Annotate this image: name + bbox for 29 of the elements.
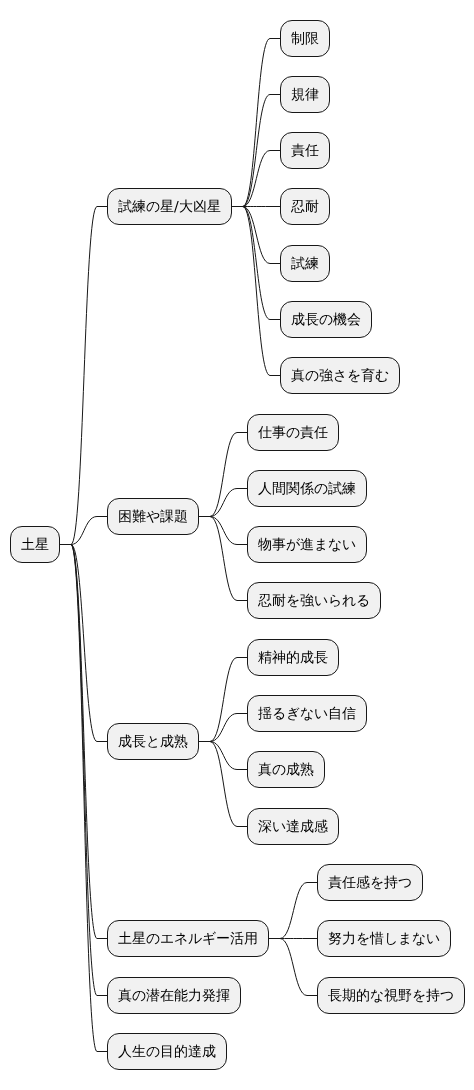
subtopic-box: 物事が進まない [247,526,367,563]
subtopic-box: 努力を惜しまない [317,920,451,957]
subtopic-box: 深い達成感 [247,808,339,845]
subtopic-box: 成長の機会 [280,301,372,338]
connector-line [231,206,281,376]
subtopic-box: 仕事の責任 [247,414,339,451]
subtopic-box: 規律 [280,76,330,113]
topic-box: 人生の目的達成 [107,1033,227,1070]
subtopic-box: 忍耐 [280,188,330,225]
subtopic-box: 精神的成長 [247,639,339,676]
subtopic-box: 長期的な視野を持つ [317,977,465,1014]
subtopic-box: 制限 [280,20,330,57]
connector-line [198,516,248,601]
topic-box: 試練の星/大凶星 [107,188,232,225]
topic-box: 真の潜在能力発揮 [107,977,241,1014]
subtopic-box: 真の強さを育む [280,357,400,394]
subtopic-box: 試練 [280,245,330,282]
topic-box: 土星のエネルギー活用 [107,920,269,957]
topic-box: 困難や課題 [107,498,199,535]
subtopic-box: 人間関係の試練 [247,470,367,507]
topic-box: 成長と成熟 [107,723,199,760]
subtopic-box: 責任感を持つ [317,864,423,901]
subtopic-box: 真の成熟 [247,751,325,788]
connector-line [198,741,248,827]
root-box: 土星 [10,526,60,563]
subtopic-box: 忍耐を強いられる [247,582,381,619]
connector-line [268,938,318,996]
subtopic-box: 揺るぎない自信 [247,695,367,732]
subtopic-box: 責任 [280,132,330,169]
